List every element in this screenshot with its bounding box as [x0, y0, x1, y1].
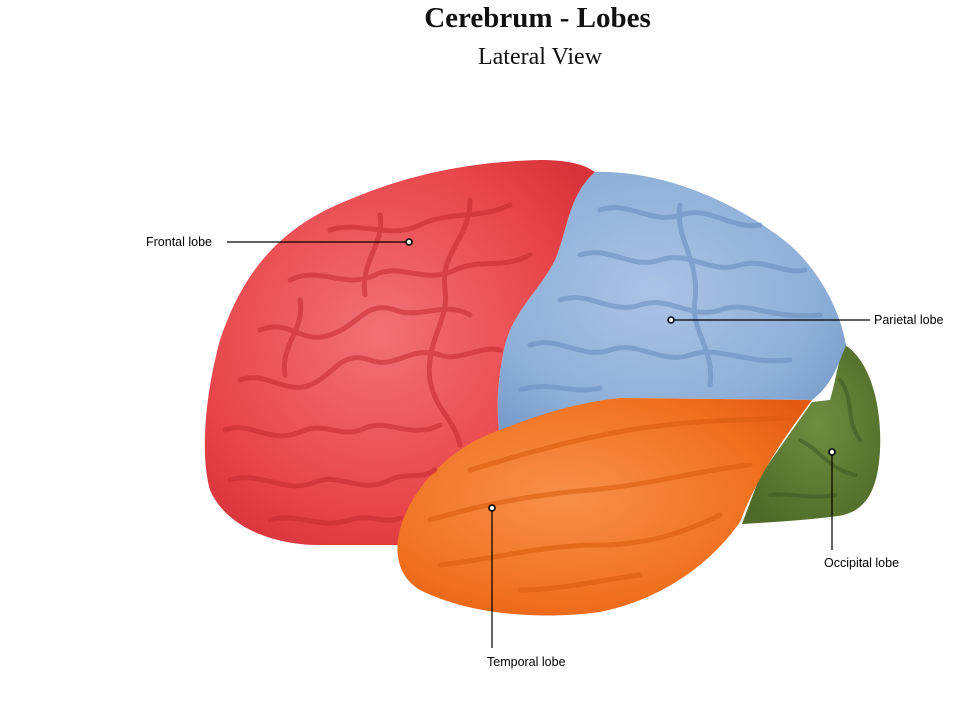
frontal-gyri	[222, 197, 533, 526]
diagram-title: Cerebrum - Lobes	[424, 2, 651, 34]
frontal-lobe-label: Frontal lobe	[146, 235, 212, 249]
parietal-gyri	[517, 202, 823, 393]
frontal-marker	[405, 238, 413, 246]
parietal-lobe-label: Parietal lobe	[874, 313, 944, 327]
leader-lines	[227, 241, 870, 648]
diagram-subtitle: Lateral View	[477, 44, 603, 70]
temporal-lobe	[397, 398, 812, 616]
temporal-lobe-label: Temporal lobe	[487, 655, 566, 669]
temporal-gyri	[427, 415, 793, 593]
temporal-marker	[488, 504, 496, 512]
occipital-marker	[828, 448, 836, 456]
parietal-marker	[667, 316, 675, 324]
occipital-lobe-label: Occipital lobe	[824, 556, 899, 570]
occipital-gyri	[768, 378, 862, 499]
label-markers	[405, 238, 836, 512]
frontal-lobe	[204, 160, 595, 546]
